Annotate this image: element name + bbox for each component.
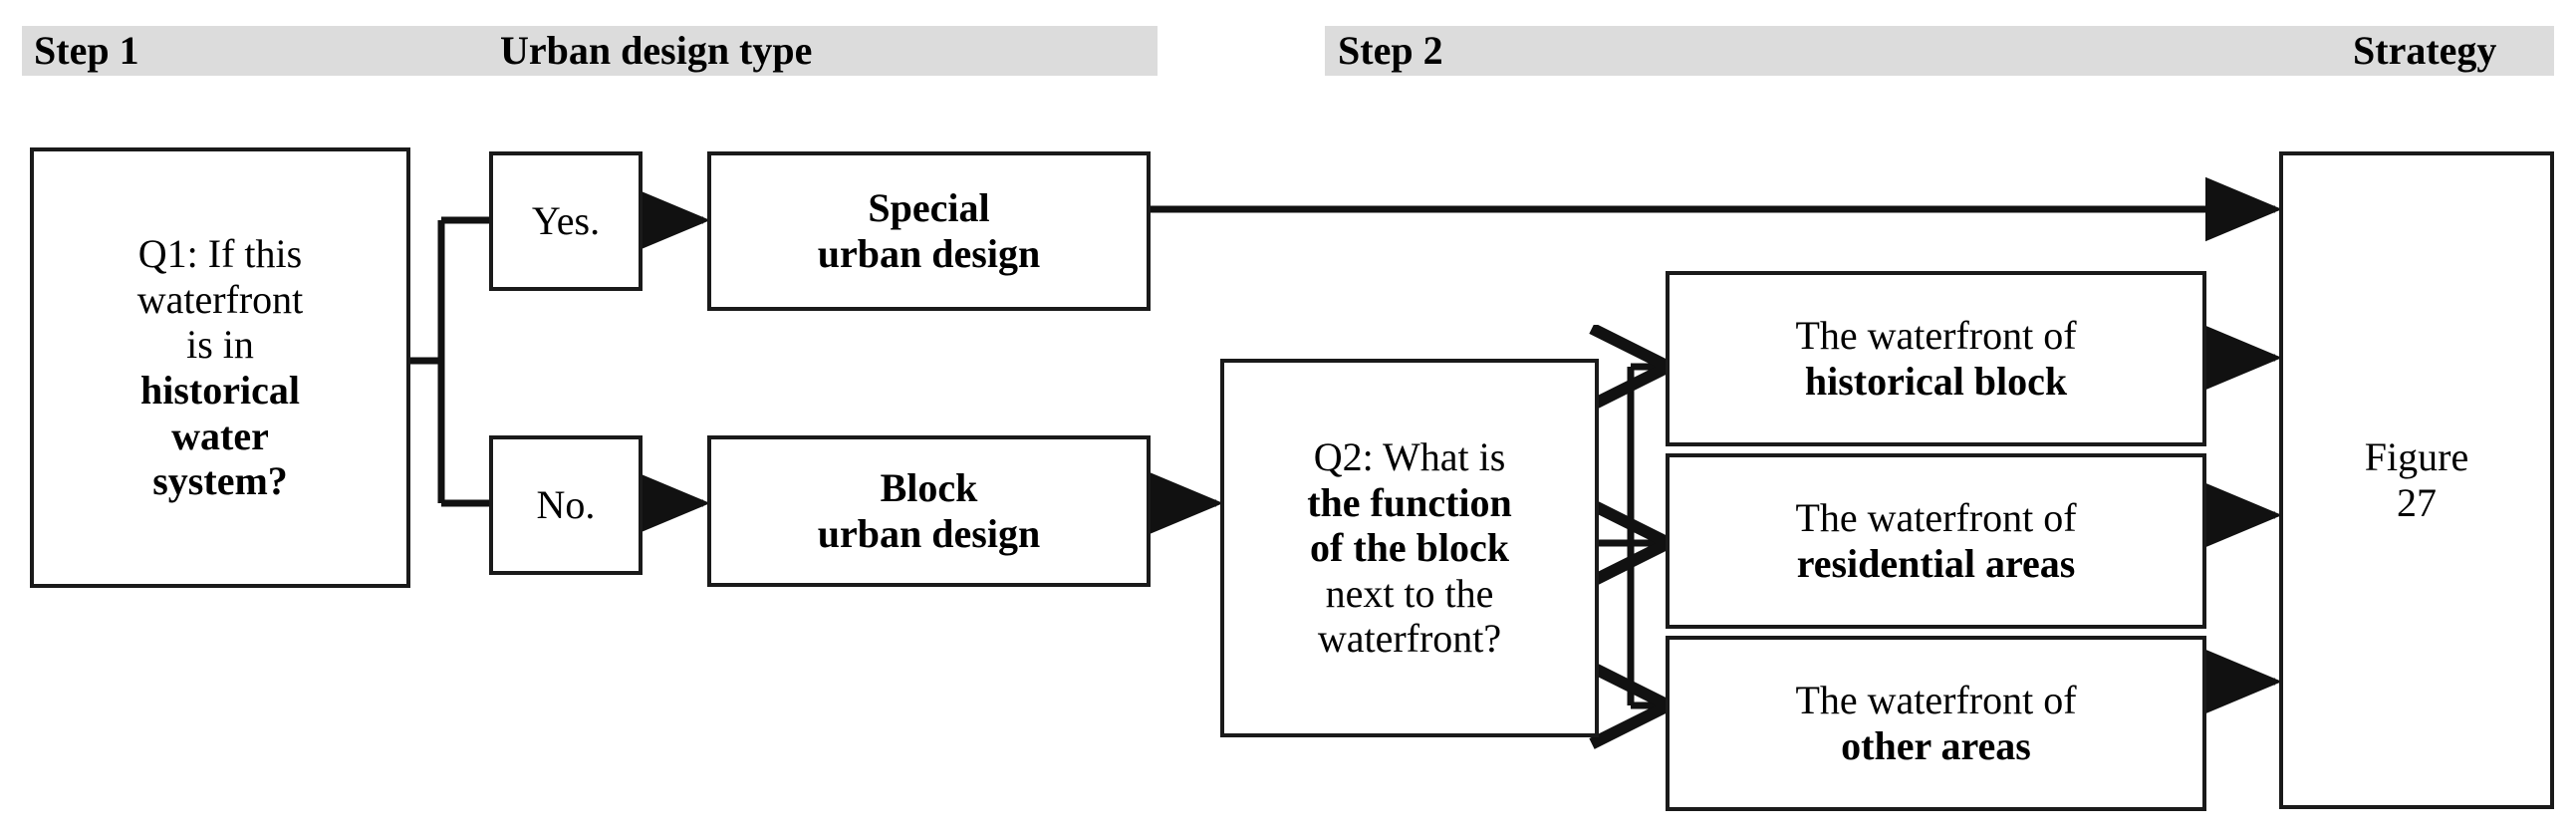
node-q2-line-2: of the block [1310,525,1509,571]
node-special-urban-design-text: Special urban design [711,185,1147,276]
node-waterfront-historical-block-text: The waterfront of historical block [1670,313,2202,404]
node-q2-line-1: the function [1307,479,1512,525]
node-waterfront-historical-block-line-1: historical block [1804,359,2068,404]
node-block-urban-design-text: Block urban design [711,465,1147,556]
header-label-step1: Step 1 [34,28,139,73]
node-q1-line-2: is in [186,322,254,368]
node-q1-line-3: historical [140,368,300,413]
node-block-urban-design[interactable]: Block urban design [707,435,1151,587]
node-q1-line-0: Q1: If this [137,231,303,277]
node-waterfront-other-areas-line-0: The waterfront of [1795,678,2077,723]
header-band-step2 [1325,26,2554,76]
node-waterfront-historical-block[interactable]: The waterfront of historical block [1666,271,2206,446]
node-no-line-0: No. [536,482,596,528]
header-label-strategy: Strategy [2353,28,2497,73]
node-yes-text: Yes. [493,198,639,244]
node-strategy-figure27[interactable]: Figure 27 [2279,151,2554,809]
node-q2-line-3: next to the [1325,570,1494,616]
node-q2-line-0: Q2: What is [1313,434,1506,480]
node-no-text: No. [493,482,639,528]
node-q2-line-4: waterfront? [1317,616,1502,662]
node-q1-text: Q1: If this waterfront is in historical … [34,231,406,504]
node-block-urban-design-line-0: Block [880,465,978,511]
node-special-urban-design-line-0: Special [868,185,990,231]
node-no[interactable]: No. [489,435,643,575]
node-q1-line-5: system? [152,458,288,504]
header-label-step2: Step 2 [1338,28,1443,73]
node-q2-text: Q2: What is the function of the block ne… [1224,434,1595,662]
node-strategy-figure27-line-1: 27 [2397,480,2437,525]
node-q1[interactable]: Q1: If this waterfront is in historical … [30,147,410,588]
node-waterfront-historical-block-line-0: The waterfront of [1795,313,2077,359]
node-q1-line-1: waterfront [136,276,304,322]
node-waterfront-other-areas-text: The waterfront of other areas [1670,678,2202,768]
node-special-urban-design[interactable]: Special urban design [707,151,1151,311]
node-yes-line-0: Yes. [531,198,601,244]
node-q1-line-4: water [171,413,269,458]
node-waterfront-residential-areas[interactable]: The waterfront of residential areas [1666,453,2206,629]
node-waterfront-other-areas-line-1: other areas [1841,723,2031,768]
node-waterfront-residential-areas-line-1: residential areas [1796,541,2076,586]
header-label-urban-design-type: Urban design type [500,28,813,73]
node-yes[interactable]: Yes. [489,151,643,291]
node-strategy-figure27-line-0: Figure [2364,434,2469,480]
node-q2[interactable]: Q2: What is the function of the block ne… [1220,359,1599,737]
node-waterfront-residential-areas-line-0: The waterfront of [1795,495,2077,541]
node-block-urban-design-line-1: urban design [817,511,1041,556]
node-waterfront-other-areas[interactable]: The waterfront of other areas [1666,636,2206,811]
node-strategy-figure27-text: Figure 27 [2283,434,2550,525]
header-band-step1 [22,26,1158,76]
node-special-urban-design-line-1: urban design [817,231,1041,276]
node-waterfront-residential-areas-text: The waterfront of residential areas [1670,495,2202,586]
